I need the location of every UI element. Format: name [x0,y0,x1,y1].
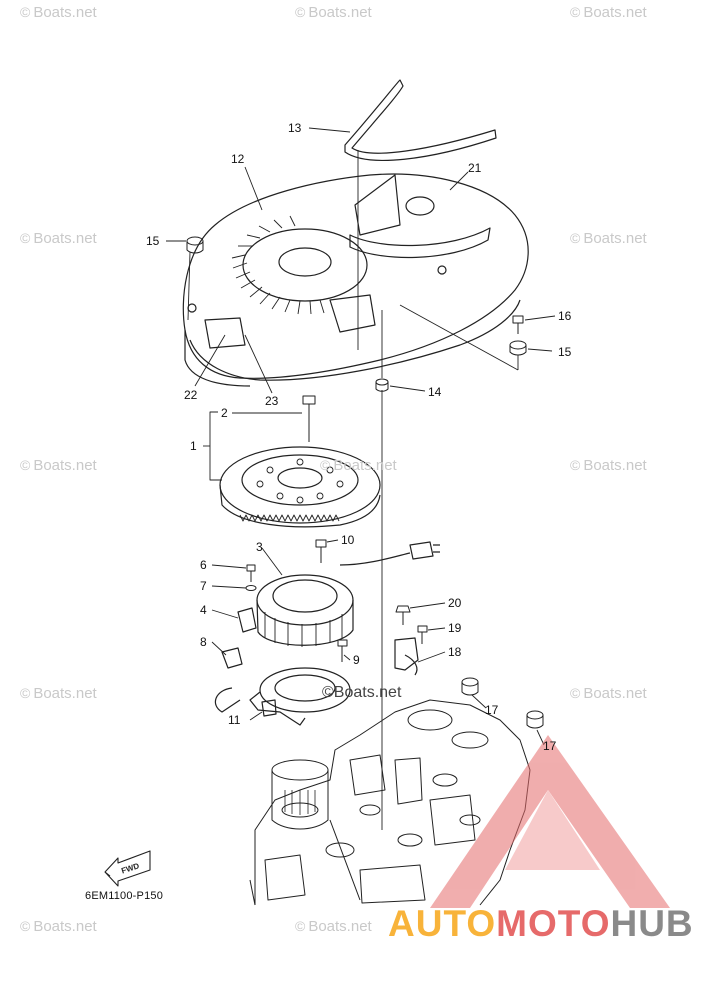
watermark: ©Boats.net [322,684,402,701]
callout-4: 4 [200,603,207,617]
callout-6: 6 [200,558,207,572]
flywheel-cover [182,173,529,379]
watermark: ©Boats.net [320,457,397,474]
callout-15: 15 [558,345,572,359]
watermark: ©Boats.net [295,4,372,21]
callout-9: 9 [353,653,360,667]
watermark: ©Boats.net [20,457,97,474]
callout-19: 19 [448,621,462,635]
callout-12: 12 [231,152,245,166]
watermark: ©Boats.net [570,457,647,474]
callout-7: 7 [200,579,207,593]
automotohub-logo: AUTOMOTOHUB [388,903,694,944]
watermark: ©Boats.net [20,918,97,935]
watermark: ©Boats.net [295,918,372,935]
watermark: ©Boats.net [570,4,647,21]
callout-1: 1 [190,439,197,453]
callout-17: 17 [485,703,499,717]
callout-18: 18 [448,645,462,659]
callout-21: 21 [468,161,482,175]
watermark: ©Boats.net [20,4,97,21]
logo-triangle-icon [430,735,670,908]
callout-15: 15 [146,234,160,248]
callout-17: 17 [543,739,557,753]
callout-16: 16 [558,309,572,323]
callout-10: 10 [341,533,355,547]
callout-13: 13 [288,121,302,135]
callout-23: 23 [265,394,279,408]
callout-14: 14 [428,385,442,399]
callout-11: 11 [228,713,241,727]
watermark: ©Boats.net [20,685,97,702]
watermark: ©Boats.net [20,230,97,247]
fwd-arrow-icon [104,850,151,887]
watermark: ©Boats.net [570,230,647,247]
callout-2: 2 [221,406,228,420]
callout-8: 8 [200,635,207,649]
diagram-code: 6EM1100-P150 [85,890,164,902]
callout-20: 20 [448,596,462,610]
watermark: ©Boats.net [570,685,647,702]
callout-22: 22 [184,388,198,402]
callout-3: 3 [256,540,263,554]
stator [256,574,354,626]
belt [344,79,497,161]
